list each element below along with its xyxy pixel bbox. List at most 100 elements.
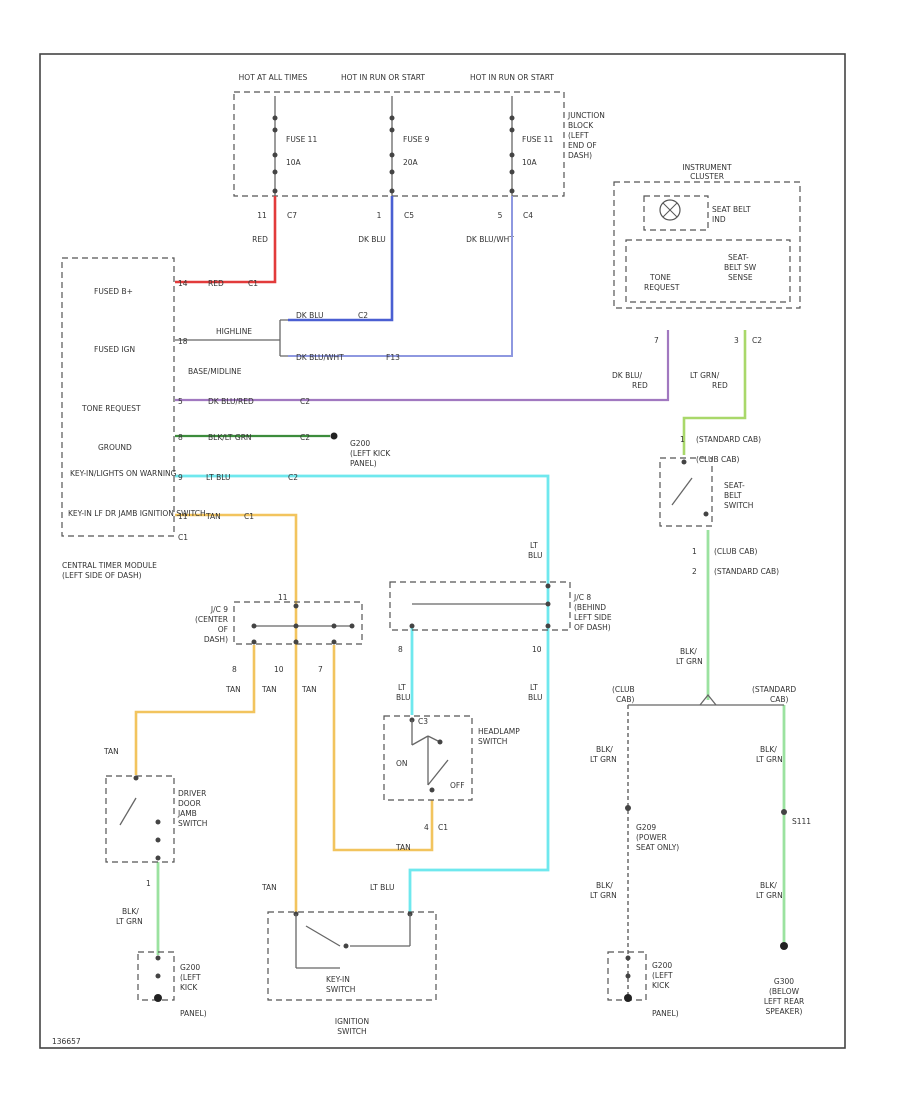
ctm-label-keyin-jamb: KEY-IN LF DR JAMB IGNITION SWITCH: [68, 509, 206, 518]
ctm-wire-red: RED: [208, 279, 224, 288]
ctm-name: CENTRAL TIMER MODULE: [62, 561, 157, 570]
fb-pin-2-conn: C5: [404, 211, 414, 220]
svg-text:LT GRN: LT GRN: [756, 891, 783, 900]
g200-right-label: G200: [652, 961, 672, 970]
club-cab-label: (CLUB: [612, 685, 635, 694]
fuse-1-rating: 10A: [286, 158, 302, 167]
cluster-conn-c2: C2: [752, 336, 762, 345]
ground-g200-left: [154, 994, 162, 1002]
cluster-seat-belt-ind: SEAT BELT: [712, 205, 751, 214]
bus-label-1: HOT AT ALL TIMES: [239, 73, 308, 82]
fuse-2-name: FUSE 9: [403, 135, 430, 144]
svg-text:SEAT ONLY): SEAT ONLY): [636, 843, 679, 852]
svg-text:CAB): CAB): [616, 695, 635, 704]
fb-pin-3-color: DK BLU/WHT: [466, 235, 514, 244]
fb-pin-2-color: DK BLU: [358, 235, 386, 244]
svg-text:BELT SW: BELT SW: [724, 263, 757, 272]
svg-text:KICK: KICK: [652, 981, 670, 990]
ctm-baseline: BASE/MIDLINE: [188, 367, 242, 376]
jc9-name: J/C 9: [210, 605, 228, 614]
driver-door-jamb-switch: TAN DRIVER DOOR JAMB SWITCH 1 BLK/ LT GR…: [103, 747, 207, 1018]
svg-text:LT: LT: [398, 683, 406, 692]
bus-label-3: HOT IN RUN OR START: [470, 73, 554, 82]
headlamp-switch: C3 ON OFF HEADLAMP SWITCH 4 C1 TAN: [383, 715, 520, 852]
jc9-top-pin: 11: [278, 593, 288, 602]
junction-connector-9: 11 J/C 9 (CENTER OF DASH) 8 10 7 TAN TAN…: [195, 593, 363, 694]
cluster-seatbelt-sense: SEAT-: [728, 253, 749, 262]
fuse-2: FUSE 9 20A: [389, 96, 430, 196]
svg-text:DOOR: DOOR: [178, 799, 201, 808]
svg-text:8: 8: [398, 645, 403, 654]
svg-text:4: 4: [424, 823, 429, 832]
svg-text:LT GRN: LT GRN: [676, 657, 703, 666]
standard-cab-label: (STANDARD: [752, 685, 796, 694]
ignition-inner: KEY-IN: [326, 975, 350, 984]
doorjamb-name: DRIVER: [178, 789, 206, 798]
svg-text:(BELOW: (BELOW: [769, 987, 800, 996]
fuse-2-rating: 20A: [403, 158, 419, 167]
svg-text:CLUSTER: CLUSTER: [690, 172, 724, 181]
cluster-wire-tone: DK BLU/: [612, 371, 643, 380]
svg-text:OF: OF: [218, 625, 228, 634]
ctm-ground-id: G200: [350, 439, 370, 448]
fuse-1: FUSE 11 10A: [272, 96, 317, 196]
wire-cab-split-jump: [699, 693, 717, 706]
ctm-conn-c1-label: C1: [178, 533, 188, 542]
jc8-name: J/C 8: [573, 593, 591, 602]
svg-text:TAN: TAN: [301, 685, 317, 694]
svg-text:BLK/: BLK/: [596, 881, 613, 890]
wire-tan-headlamp: [332, 645, 434, 852]
ctm-highline: HIGHLINE: [216, 327, 252, 336]
ctm-highline-wire: DK BLU: [296, 311, 324, 320]
seatbelt-cab-club: (CLUB CAB): [696, 455, 739, 464]
ctm-pin-5: 5: [178, 397, 183, 406]
svg-text:LEFT SIDE: LEFT SIDE: [574, 613, 612, 622]
doorjamb-wire-top: TAN: [103, 747, 119, 756]
fuse-3-name: FUSE 11: [522, 135, 553, 144]
svg-text:LT GRN: LT GRN: [590, 755, 617, 764]
svg-text:(LEFT KICK: (LEFT KICK: [350, 449, 391, 458]
svg-text:OF DASH): OF DASH): [574, 623, 611, 632]
ignition-wire-left: TAN: [261, 883, 277, 892]
ignition-name: IGNITION: [335, 1017, 369, 1026]
ctm-pin-9: 9: [178, 473, 183, 482]
right-grounds: BLK/ LT GRN BLK/ LT GRN G209 (POWER SEAT…: [590, 745, 811, 1018]
svg-text:IND: IND: [712, 215, 726, 224]
diagram-frame: [39, 53, 846, 1049]
fb-pin-1-color: RED: [252, 235, 268, 244]
svg-text:PANEL): PANEL): [180, 1009, 207, 1018]
svg-text:TAN: TAN: [225, 685, 241, 694]
svg-text:LT: LT: [530, 683, 538, 692]
seat-belt-lamp-icon: [659, 199, 681, 221]
seat-belt-switch: 1 (STANDARD CAB) (CLUB CAB) SEAT- BELT S…: [612, 435, 796, 704]
svg-text:SWITCH: SWITCH: [326, 985, 355, 994]
ground-g300: [780, 942, 788, 950]
ctm-wire-tan: TAN: [205, 512, 221, 521]
svg-text:SWITCH: SWITCH: [178, 819, 207, 828]
fb-pin-3-num: 5: [498, 211, 503, 220]
ctm-label-ground: GROUND: [98, 443, 132, 452]
headlamp-on: ON: [396, 759, 408, 768]
footer-code: 136657: [52, 1037, 81, 1046]
headlamp-wire: TAN: [395, 843, 411, 852]
wire-dkblu-highline: [288, 196, 394, 322]
svg-text:LT GRN: LT GRN: [116, 917, 143, 926]
ground-g200-right: [624, 994, 632, 1002]
svg-text:10: 10: [274, 665, 284, 674]
svg-text:(CLUB CAB): (CLUB CAB): [714, 547, 757, 556]
svg-text:SENSE: SENSE: [728, 273, 753, 282]
cluster-tone-request: TONE: [649, 273, 671, 282]
svg-text:REQUEST: REQUEST: [644, 283, 680, 292]
seatbelt-wire: BLK/: [680, 647, 697, 656]
ctm-conn-ground: C2: [300, 433, 310, 442]
cluster-wire-sense: LT GRN/: [690, 371, 720, 380]
ctm-pin-8: 8: [178, 433, 183, 442]
svg-text:LT GRN: LT GRN: [590, 891, 617, 900]
fuse-1-name: FUSE 11: [286, 135, 317, 144]
seatbelt-name: SEAT-: [724, 481, 745, 490]
svg-text:CAB): CAB): [770, 695, 789, 704]
junction-block: HOT AT ALL TIMES HOT IN RUN OR START HOT…: [233, 73, 605, 244]
svg-text:(CENTER: (CENTER: [195, 615, 228, 624]
fb-pin-2-num: 1: [377, 211, 382, 220]
wire-tan-doorjamb: [134, 645, 256, 775]
